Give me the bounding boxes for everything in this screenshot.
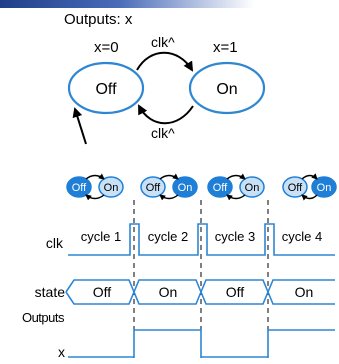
cycle-label-3: cycle 3	[215, 229, 255, 244]
x-waveform	[68, 329, 335, 358]
state-value-1: Off	[93, 284, 112, 300]
svg-text:On: On	[178, 182, 193, 194]
cycle-icon-1: Off On	[66, 173, 124, 201]
outputs-title: Outputs: x	[64, 11, 133, 28]
clk-waveform	[68, 223, 335, 256]
initial-state-arrow	[72, 107, 87, 145]
cycle-icon-4: Off On	[282, 173, 337, 201]
state-value-2: On	[159, 284, 178, 300]
svg-text:Off: Off	[288, 182, 303, 194]
svg-text:Off: Off	[146, 182, 161, 194]
on-state-node	[188, 61, 266, 115]
svg-text:Off: Off	[72, 182, 87, 194]
state-bus-upper	[65, 279, 335, 305]
svg-text:Off: Off	[213, 182, 228, 194]
on-state-output: x=1	[213, 39, 238, 56]
on-state-label: On	[216, 81, 237, 98]
off-to-on-label: clk^	[151, 34, 175, 50]
signal-label-x: x	[58, 344, 65, 360]
svg-text:On: On	[245, 182, 260, 194]
on-to-off-label: clk^	[151, 125, 175, 141]
cycle-icon-2: Off On	[140, 173, 198, 201]
cycle-label-4: cycle 4	[282, 229, 322, 244]
svg-text:On: On	[104, 182, 119, 194]
off-to-on-arrow	[136, 51, 194, 72]
state-value-3: Off	[226, 284, 245, 300]
signal-label-clk: clk	[46, 235, 64, 251]
svg-text:On: On	[317, 182, 332, 194]
signal-label-outputs: Outputs	[22, 310, 65, 325]
off-state-output: x=0	[94, 39, 119, 56]
off-state-label: Off	[95, 81, 117, 98]
on-to-off-arrow	[138, 104, 194, 125]
state-bus-lower	[65, 279, 335, 305]
off-state-node	[67, 61, 145, 115]
title-bar-accent	[0, 0, 339, 8]
cycle-label-2: cycle 2	[148, 229, 188, 244]
signal-label-state: state	[35, 284, 66, 300]
cycle-label-1: cycle 1	[81, 229, 121, 244]
cycle-icon-3: Off On	[207, 173, 265, 201]
state-value-4: On	[295, 284, 314, 300]
